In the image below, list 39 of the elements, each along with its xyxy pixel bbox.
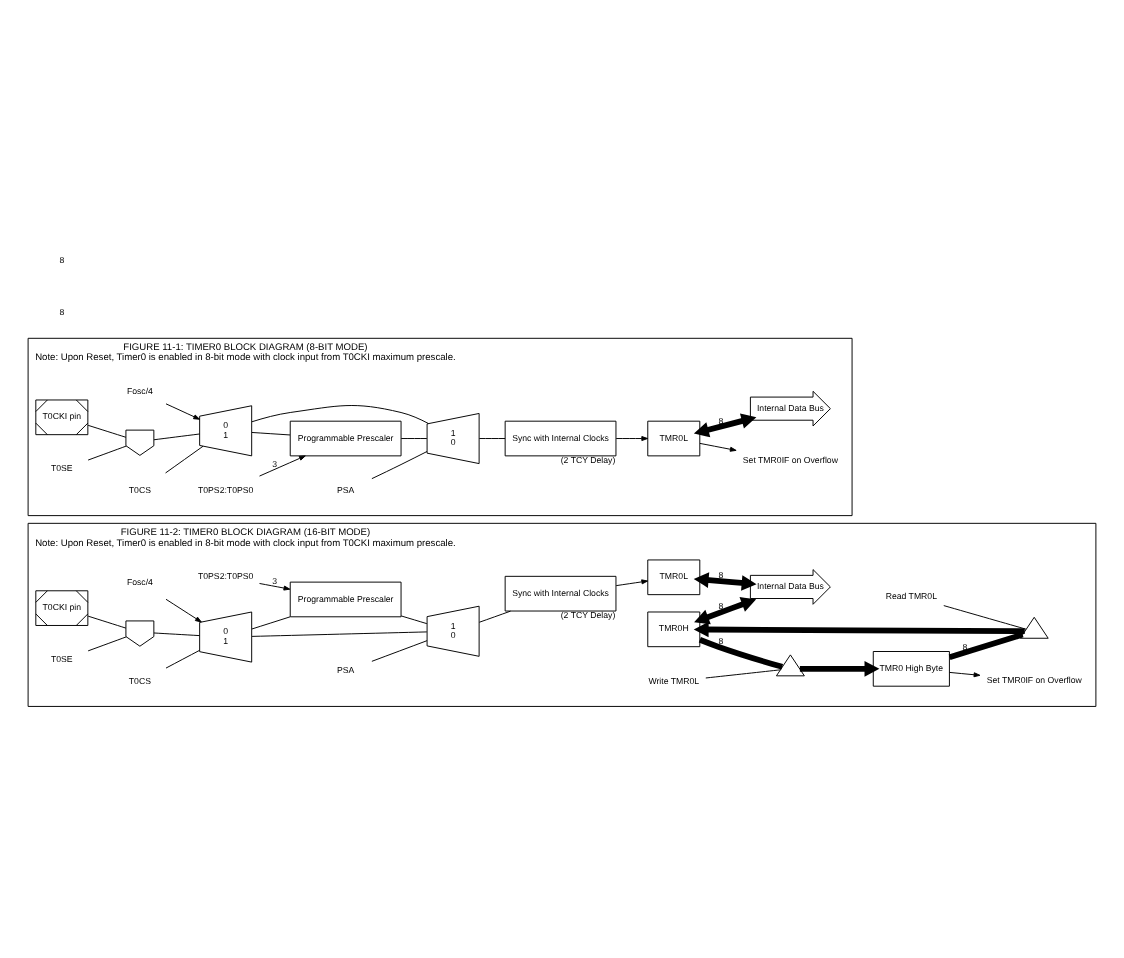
node-triangle xyxy=(775,654,805,677)
connector xyxy=(153,433,201,441)
arrow xyxy=(165,598,202,623)
connector xyxy=(87,424,127,438)
connector xyxy=(251,631,428,637)
connector xyxy=(943,605,1027,630)
connector xyxy=(87,636,127,652)
arrow xyxy=(615,436,649,442)
connector xyxy=(87,445,127,461)
connector xyxy=(87,615,127,629)
connector xyxy=(251,616,291,630)
connector xyxy=(153,632,201,637)
connector xyxy=(400,615,428,625)
node-triangle xyxy=(1019,616,1049,639)
node-gate xyxy=(125,620,155,647)
arrow xyxy=(693,621,1025,638)
connector xyxy=(478,438,506,439)
arrow xyxy=(615,579,649,587)
connector xyxy=(705,669,781,679)
connector xyxy=(251,405,429,424)
connector xyxy=(698,637,784,670)
arrow xyxy=(165,403,201,420)
node-gate xyxy=(125,429,155,456)
connector xyxy=(371,640,428,662)
arrow xyxy=(694,597,757,625)
connector xyxy=(251,432,291,436)
arrow xyxy=(693,572,757,591)
connector xyxy=(948,631,1024,661)
arrow xyxy=(693,413,757,438)
connector xyxy=(478,610,511,623)
arrow xyxy=(949,671,981,678)
connector xyxy=(165,445,204,474)
connector xyxy=(165,649,201,669)
connector xyxy=(371,451,428,480)
connector xyxy=(400,438,428,439)
arrow xyxy=(799,661,880,677)
arrow xyxy=(259,583,291,591)
arrow xyxy=(699,442,737,452)
arrow xyxy=(259,455,306,477)
